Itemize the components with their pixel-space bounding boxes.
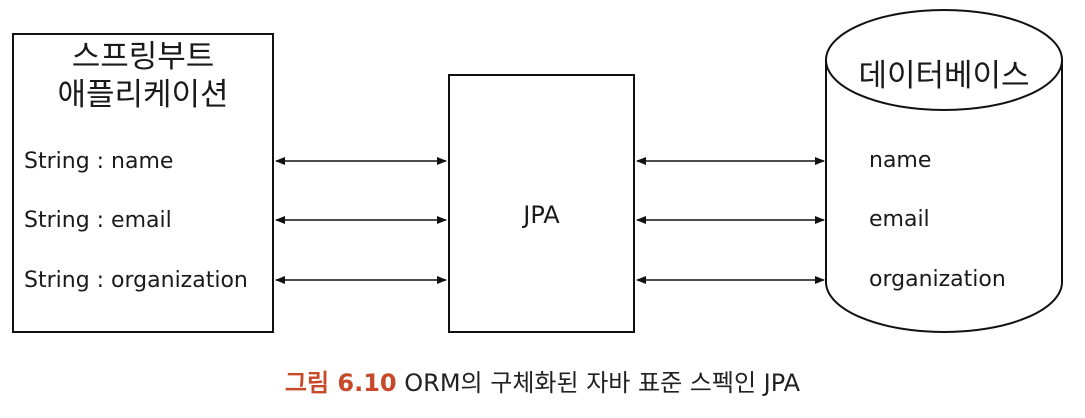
db-column-email: email: [869, 207, 930, 232]
app-title-line2: 애플리케이션: [57, 77, 229, 113]
jpa-box: JPA: [448, 74, 635, 333]
app-field-organization: String : organization: [24, 268, 248, 293]
figure-caption-text: ORM의 구체화된 자바 표준 스펙인 JPA: [396, 369, 801, 397]
db-column-organization: organization: [869, 267, 1006, 292]
jpa-label: JPA: [523, 201, 560, 229]
app-title-line1: 스프링부트: [71, 39, 215, 75]
database-cylinder: [825, 9, 1063, 333]
figure-number: 그림 6.10: [284, 369, 397, 397]
spring-boot-app-box: 스프링부트 애플리케이션 String : name String : emai…: [12, 33, 274, 333]
figure-caption: 그림 6.10 ORM의 구체화된 자바 표준 스펙인 JPA: [0, 363, 1085, 398]
app-field-email: String : email: [24, 208, 172, 233]
app-field-name: String : name: [24, 149, 174, 174]
db-column-name: name: [869, 148, 932, 173]
database-title: 데이터베이스: [858, 58, 1030, 94]
